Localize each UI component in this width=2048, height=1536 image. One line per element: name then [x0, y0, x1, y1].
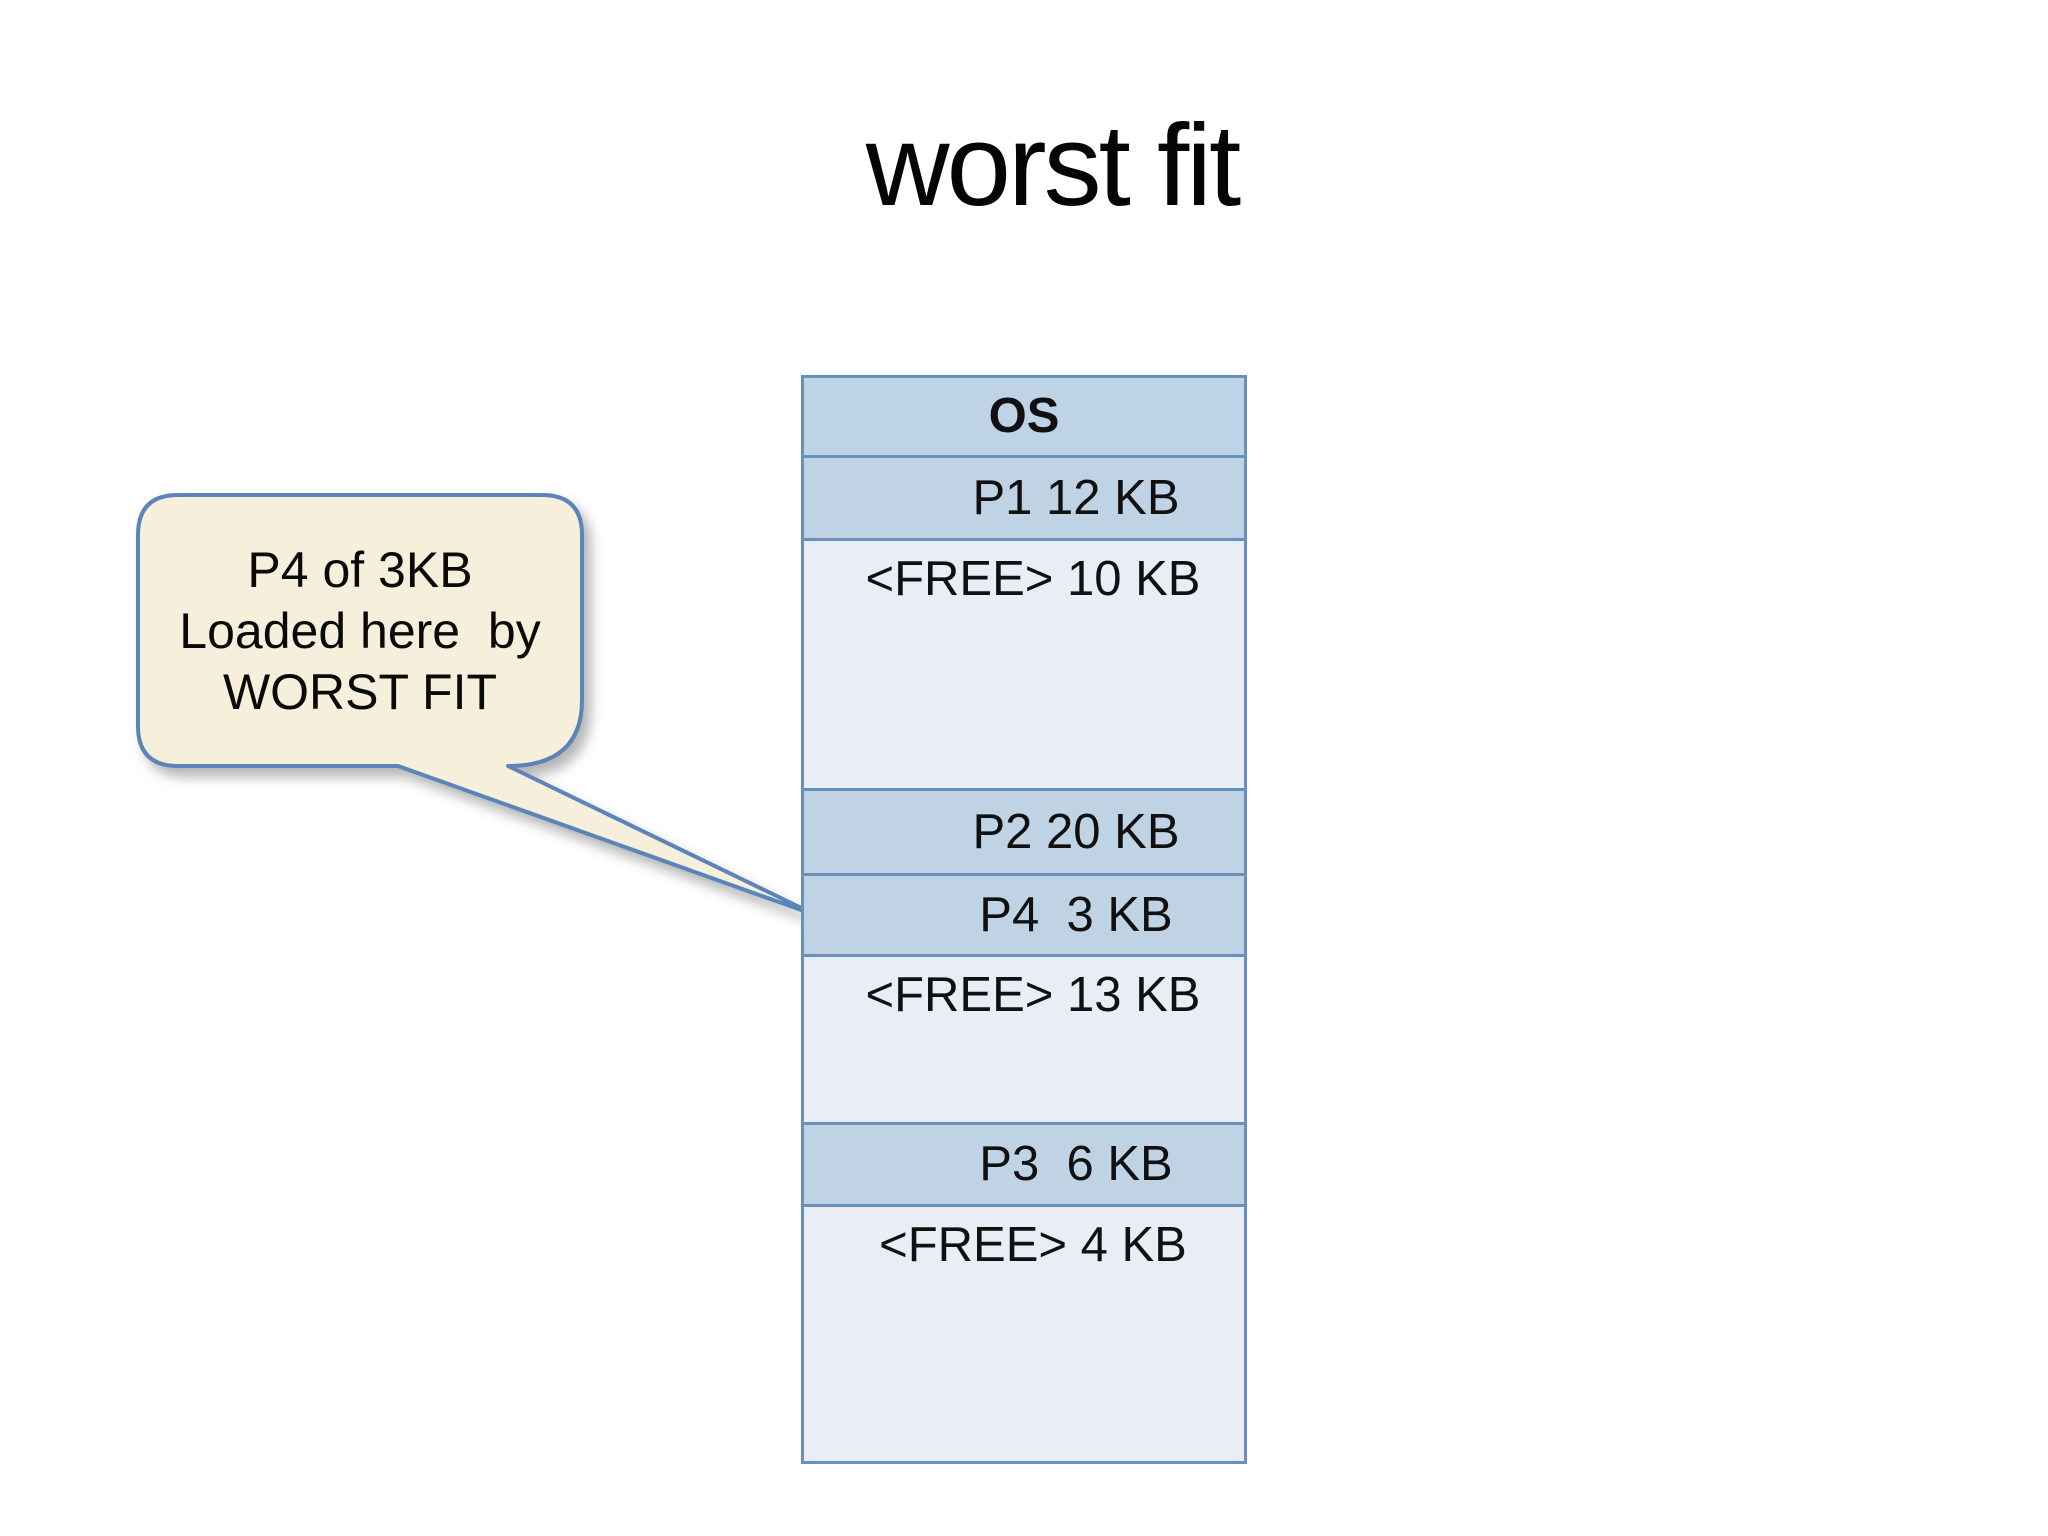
- memory-block-p2-label: P2 20 KB: [972, 804, 1180, 859]
- memory-block-p2: P2 20 KB: [801, 788, 1247, 876]
- memory-block-free-13: <FREE> 13 KB: [801, 954, 1247, 1125]
- memory-block-p1: P1 12 KB: [801, 455, 1247, 541]
- memory-map: OS P1 12 KB <FREE> 10 KB P2 20 KB P4 3 K…: [801, 375, 1247, 1464]
- memory-block-free-10: <FREE> 10 KB: [801, 538, 1247, 791]
- callout-line-3: WORST FIT: [222, 663, 498, 720]
- memory-block-p4-label: P4 3 KB: [979, 887, 1173, 942]
- callout-bubble: [136, 493, 820, 918]
- memory-block-free-13-label: <FREE> 13 KB: [865, 968, 1201, 1022]
- callout-line-1: P4 of 3KB: [247, 541, 473, 598]
- memory-block-free-4: <FREE> 4 KB: [801, 1204, 1247, 1464]
- callout-text: P4 of 3KB Loaded here by WORST FIT: [138, 497, 582, 765]
- memory-block-p3-label: P3 6 KB: [979, 1137, 1173, 1192]
- callout-line-2: Loaded here by: [179, 602, 541, 659]
- memory-block-p3: P3 6 KB: [801, 1122, 1247, 1207]
- memory-block-p1-label: P1 12 KB: [972, 470, 1180, 525]
- page-title: worst fit: [865, 100, 1242, 230]
- memory-block-os: OS: [801, 375, 1247, 458]
- memory-block-free-4-label: <FREE> 4 KB: [879, 1218, 1187, 1272]
- memory-block-os-label: OS: [988, 389, 1060, 444]
- memory-block-free-10-label: <FREE> 10 KB: [865, 552, 1201, 606]
- callout-bubble-shape: [136, 493, 820, 918]
- memory-block-p4: P4 3 KB: [801, 873, 1247, 957]
